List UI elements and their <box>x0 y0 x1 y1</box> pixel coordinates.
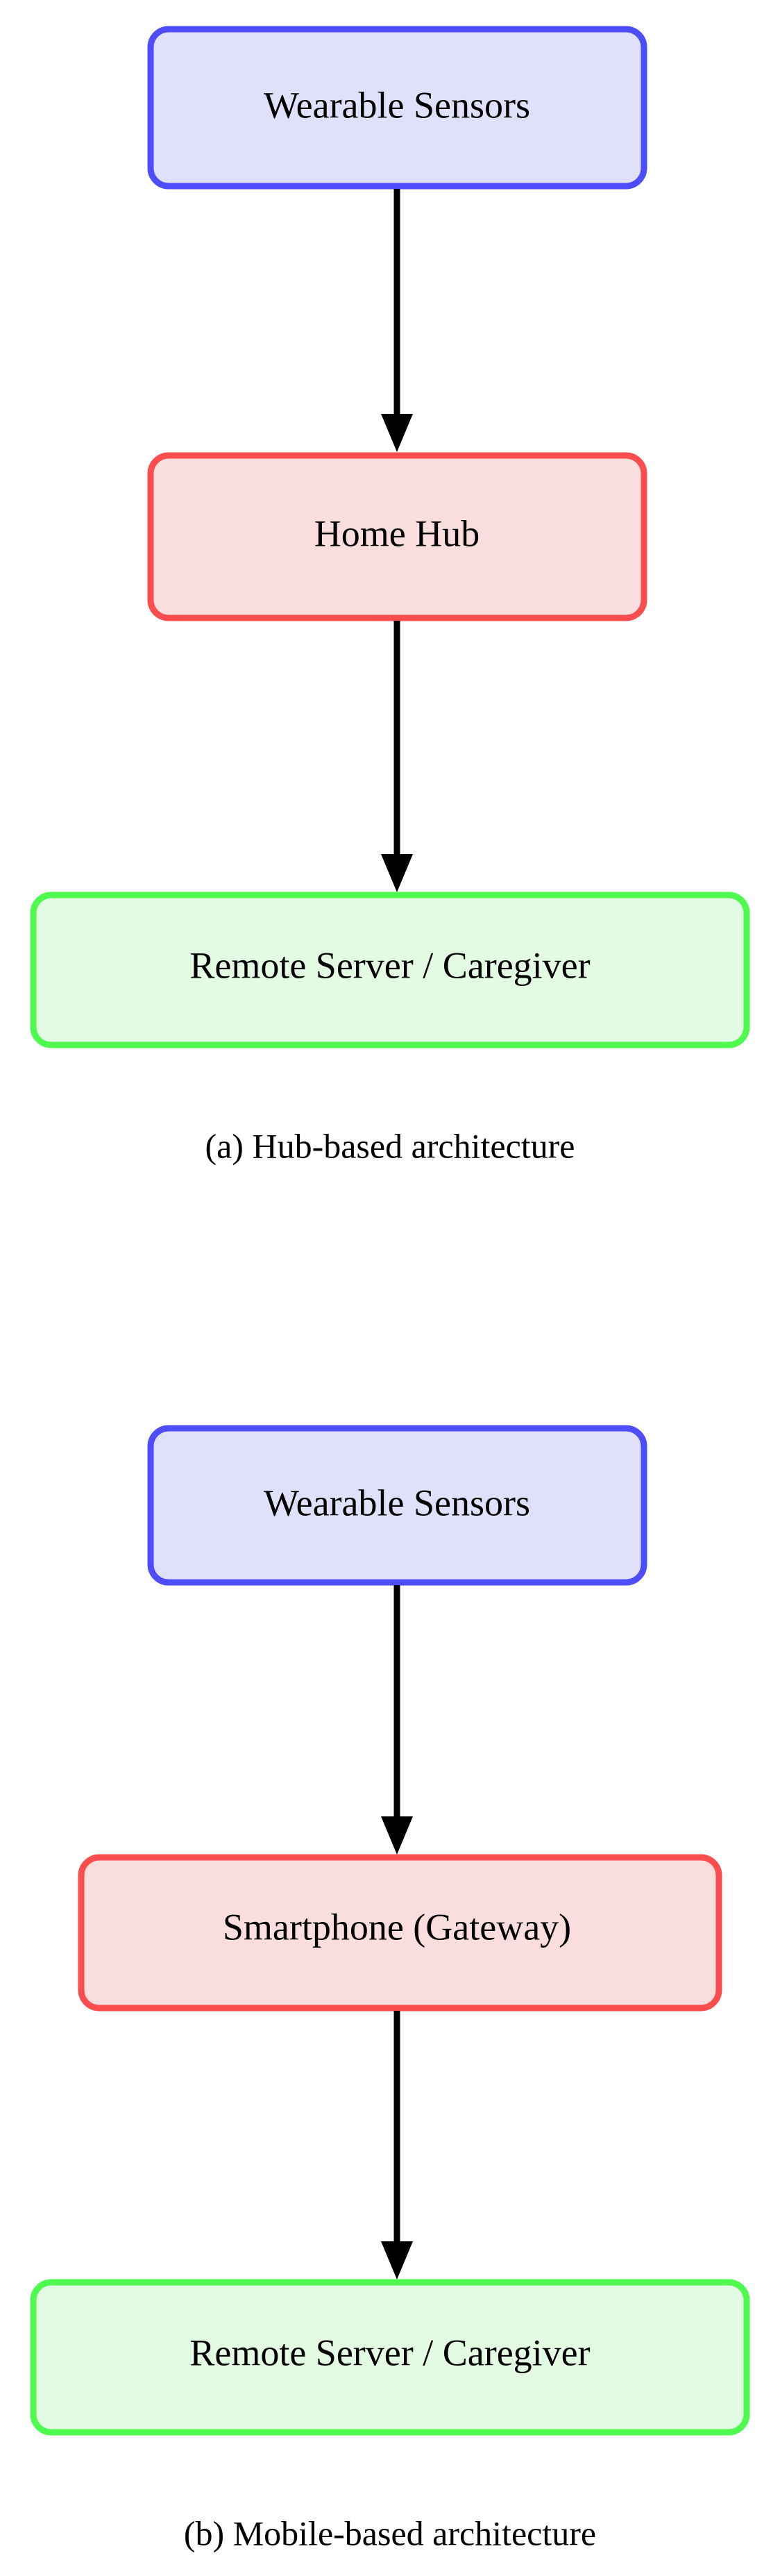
edge-b-phone-to-server <box>381 2011 413 2280</box>
node-a-home-hub[interactable]: Home Hub <box>147 452 647 621</box>
node-b-wearable-sensors[interactable]: Wearable Sensors <box>147 1425 647 1586</box>
node-b-smartphone-gateway-label: Smartphone (Gateway) <box>223 1906 571 1948</box>
node-b-smartphone-gateway[interactable]: Smartphone (Gateway) <box>78 1854 722 2012</box>
node-b-remote-server[interactable]: Remote Server / Caregiver <box>30 2279 750 2436</box>
edge-a-hub-to-server <box>381 621 413 892</box>
node-a-home-hub-label: Home Hub <box>314 512 480 554</box>
node-a-home-hub-box[interactable] <box>147 452 647 621</box>
node-b-remote-server-box[interactable] <box>30 2279 750 2436</box>
node-a-wearable-sensors[interactable]: Wearable Sensors <box>147 26 647 190</box>
panel-a: Wearable Sensors Home Hub Remote Server … <box>30 26 750 1165</box>
node-b-smartphone-gateway-box[interactable] <box>78 1854 722 2012</box>
edge-b-sensors-to-phone-arrowhead <box>381 1816 413 1855</box>
node-b-wearable-sensors-box[interactable] <box>147 1425 647 1586</box>
caption-panel-a: (a) Hub-based architecture <box>205 1126 575 1165</box>
node-b-remote-server-label: Remote Server / Caregiver <box>189 2332 590 2373</box>
node-a-wearable-sensors-label: Wearable Sensors <box>264 84 530 126</box>
panel-b: Wearable Sensors Smartphone (Gateway) Re… <box>30 1425 750 2552</box>
edge-a-hub-to-server-arrowhead <box>381 854 413 892</box>
node-a-remote-server-box[interactable] <box>30 892 750 1048</box>
node-b-wearable-sensors-label: Wearable Sensors <box>264 1482 530 1523</box>
node-a-remote-server[interactable]: Remote Server / Caregiver <box>30 892 750 1048</box>
node-a-wearable-sensors-box[interactable] <box>147 26 647 190</box>
edge-a-sensors-to-hub-arrowhead <box>381 414 413 452</box>
caption-panel-b: (b) Mobile-based architecture <box>184 2514 596 2552</box>
edge-a-sensors-to-hub <box>381 189 413 452</box>
node-a-remote-server-label: Remote Server / Caregiver <box>189 944 590 986</box>
edge-b-sensors-to-phone <box>381 1585 413 1855</box>
edge-b-phone-to-server-arrowhead <box>381 2241 413 2280</box>
